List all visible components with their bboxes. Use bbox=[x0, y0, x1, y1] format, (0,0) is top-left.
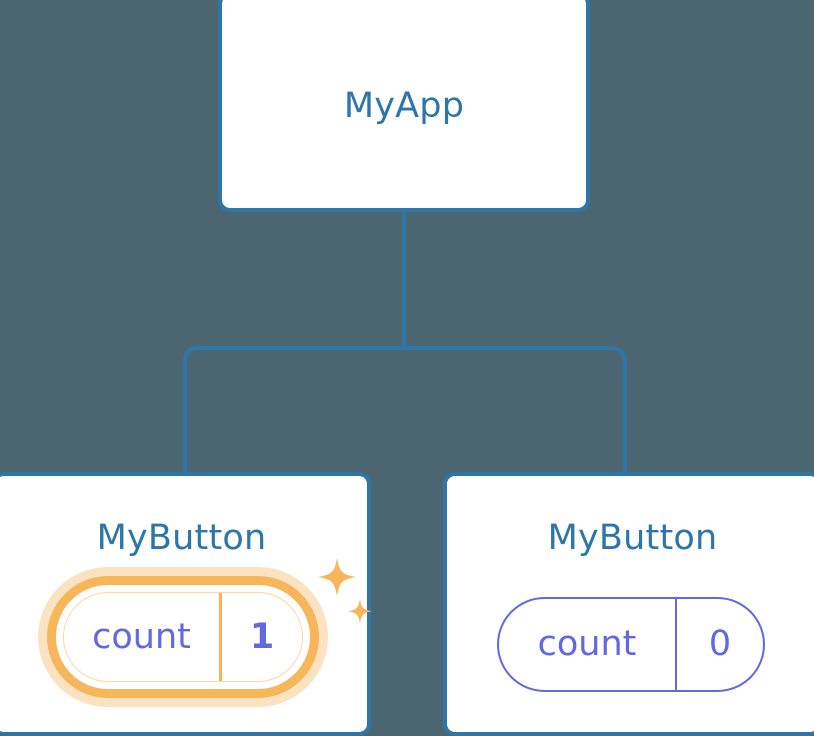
state-pill-count-plain[interactable]: count 0 bbox=[497, 597, 765, 692]
node-myapp-title: MyApp bbox=[343, 86, 465, 126]
state-value-label: 1 bbox=[249, 616, 275, 657]
node-mybutton-left-title: MyButton bbox=[96, 518, 267, 558]
pill-body-plain[interactable]: count 0 bbox=[497, 597, 765, 692]
state-key-label: count bbox=[64, 593, 222, 681]
state-pill-count-highlighted[interactable]: count 1 bbox=[38, 567, 328, 707]
state-key-label: count bbox=[499, 599, 677, 690]
node-mybutton-right-title: MyButton bbox=[547, 518, 718, 558]
state-value-label: 0 bbox=[708, 624, 732, 664]
node-mybutton-right[interactable]: MyButton count 0 bbox=[443, 472, 814, 736]
pill-body-highlighted[interactable]: count 1 bbox=[63, 592, 303, 682]
node-myapp[interactable]: MyApp bbox=[218, 0, 590, 212]
connector-branch-bar bbox=[183, 346, 627, 478]
